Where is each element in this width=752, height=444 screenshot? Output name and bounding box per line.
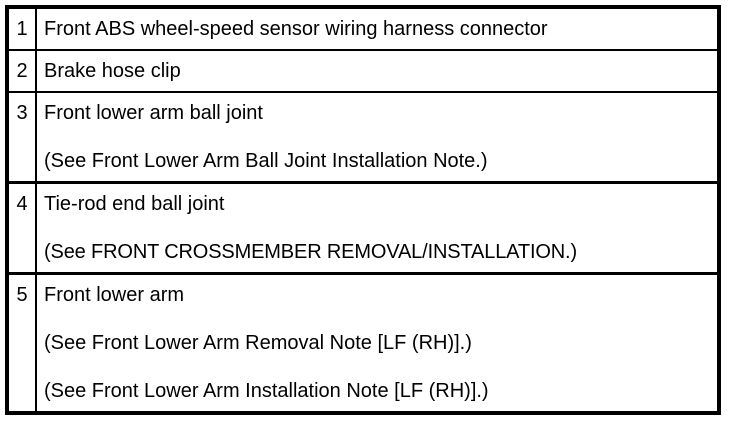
table-row: 3 Front lower arm ball joint (See Front … [7,92,719,184]
description-note-line: (See Front Lower Arm Ball Joint Installa… [44,150,488,172]
part-description-cell: Tie-rod end ball joint (See FRONT CROSSM… [36,182,719,275]
description-note-line: (See FRONT CROSSMEMBER REMOVAL/INSTALLAT… [44,241,577,263]
part-number-cell: 1 [7,7,37,51]
description-line: Tie-rod end ball joint [44,193,225,215]
table-row: 2 Brake hose clip [7,50,719,93]
part-number-cell: 5 [7,273,37,413]
part-number-cell: 2 [7,50,37,93]
parts-table-body: 1 Front ABS wheel-speed sensor wiring ha… [7,7,719,413]
table-row: 5 Front lower arm (See Front Lower Arm R… [7,273,719,414]
part-number-cell: 3 [7,92,37,184]
part-description-cell: Front lower arm ball joint (See Front Lo… [36,92,719,184]
description-note-line: (See Front Lower Arm Removal Note [LF (R… [44,332,472,354]
part-description-cell: Front ABS wheel-speed sensor wiring harn… [36,7,719,51]
description-line: Front ABS wheel-speed sensor wiring harn… [44,18,548,40]
table-row: 4 Tie-rod end ball joint (See FRONT CROS… [7,182,719,275]
table-row: 1 Front ABS wheel-speed sensor wiring ha… [7,7,719,51]
part-description-cell: Brake hose clip [36,50,719,93]
part-number-cell: 4 [7,182,37,275]
part-description-cell: Front lower arm (See Front Lower Arm Rem… [36,274,719,414]
description-line: Front lower arm [44,284,185,306]
description-note-line: (See Front Lower Arm Installation Note [… [44,380,489,402]
description-line: Brake hose clip [44,60,181,82]
parts-legend-table: 1 Front ABS wheel-speed sensor wiring ha… [5,5,721,415]
description-line: Front lower arm ball joint [44,102,263,124]
